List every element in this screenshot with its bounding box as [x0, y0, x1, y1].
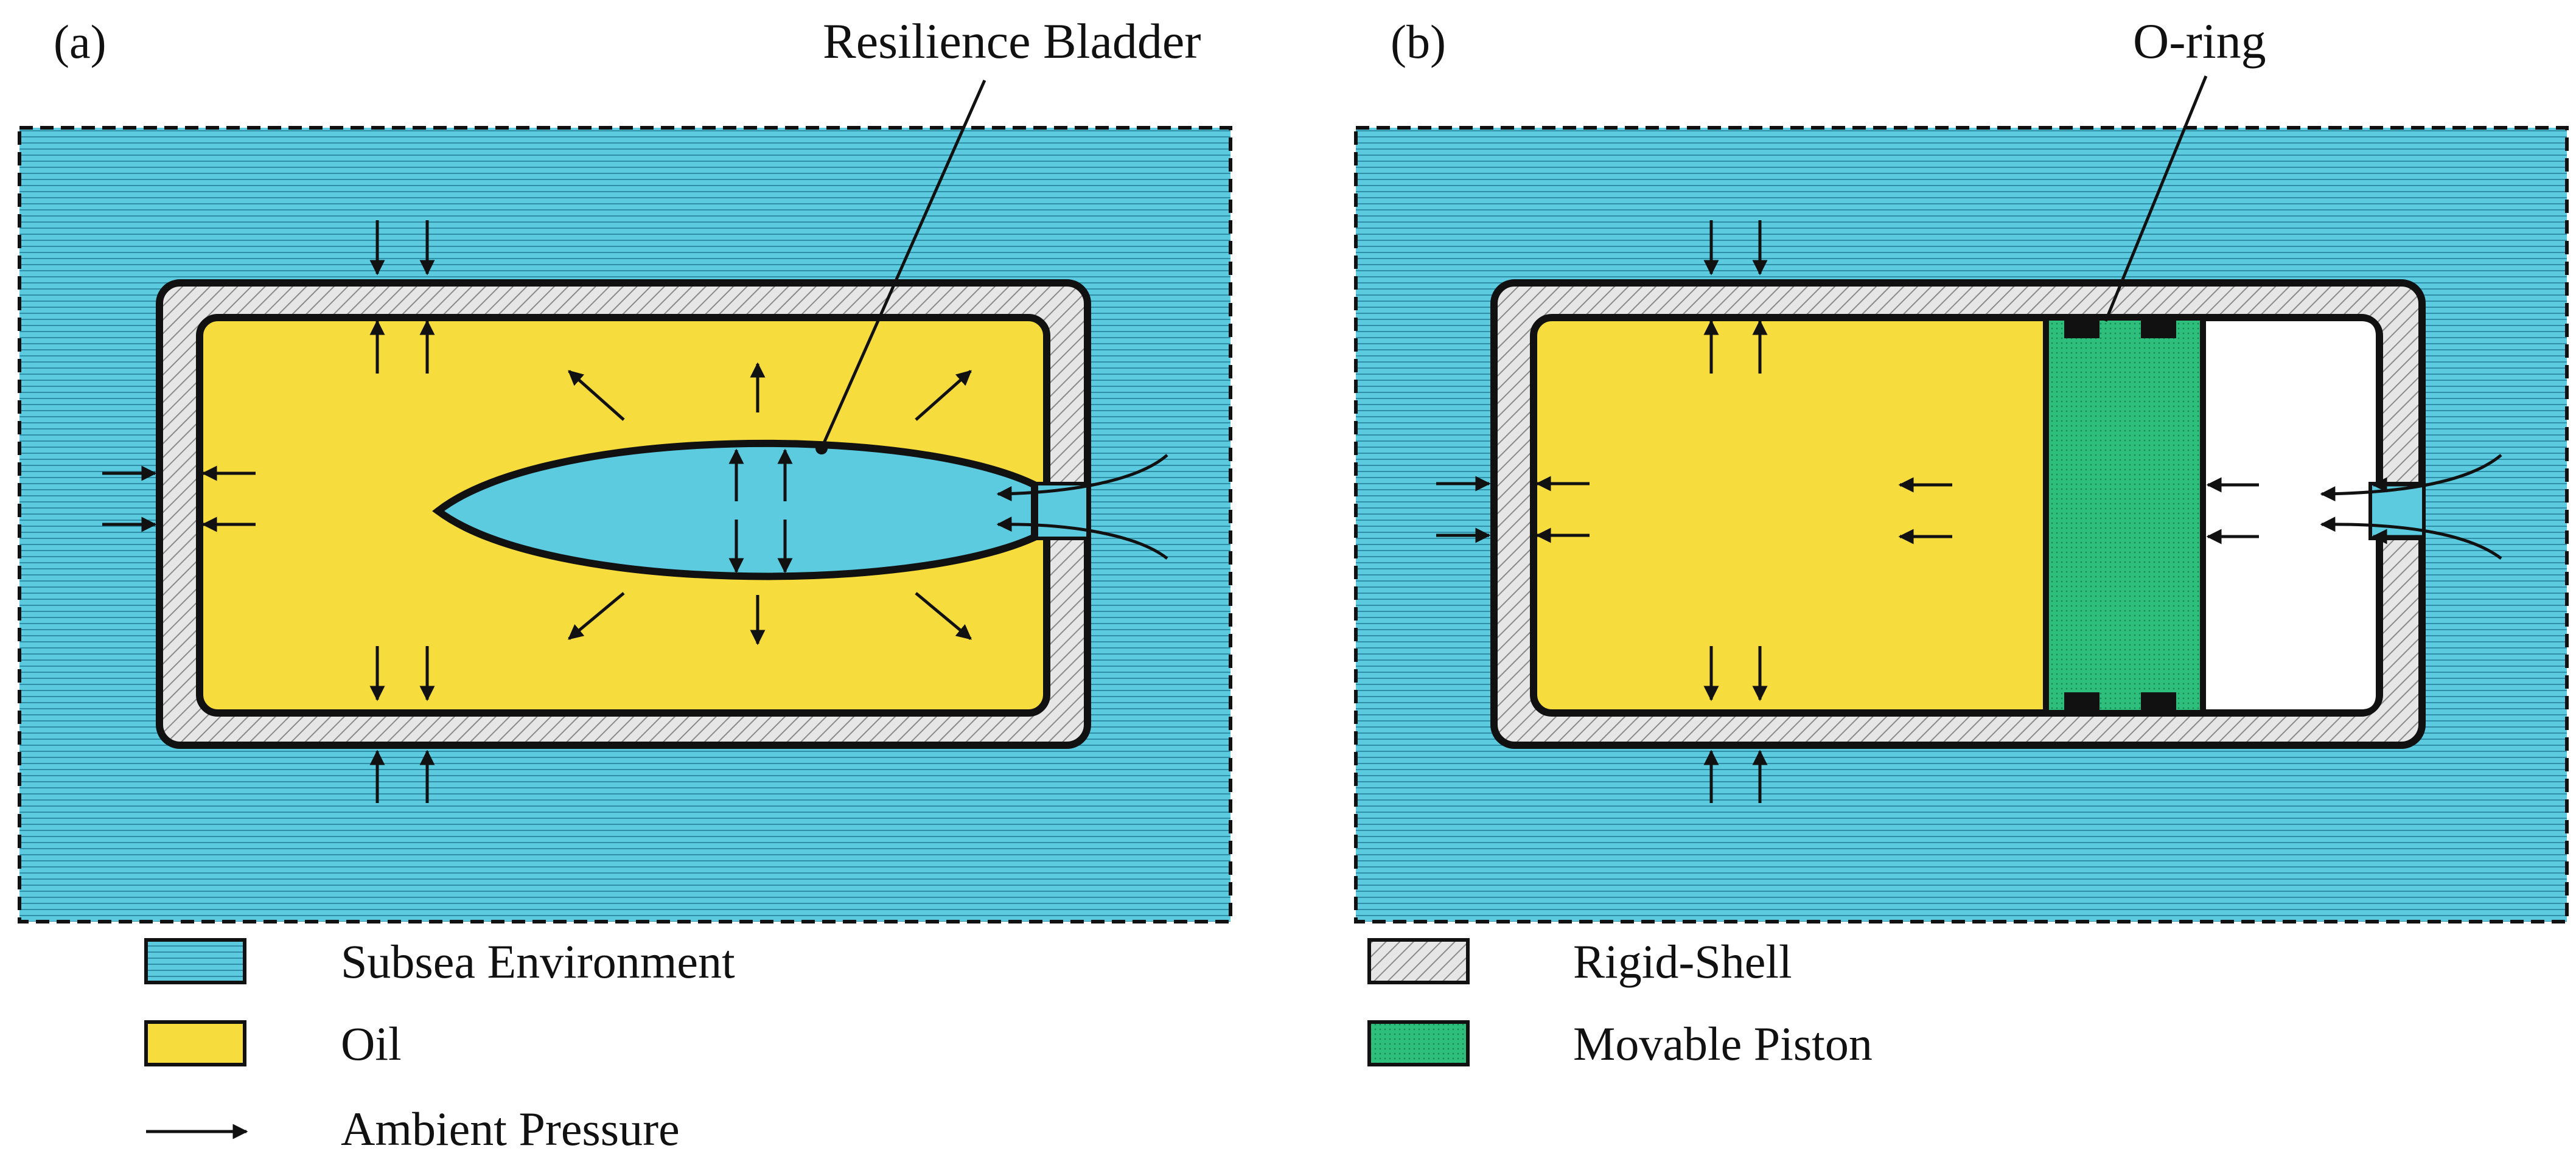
o-ring	[2141, 320, 2176, 338]
panel-a: (a) Resilience Bladder	[18, 13, 1232, 923]
legend-swatch-water	[144, 938, 246, 984]
panel-b-label: (b)	[1391, 15, 1446, 68]
water-chamber-b	[2203, 321, 2376, 709]
resilience-bladder	[432, 439, 1038, 580]
legend: Subsea Environment Oil Ambient Pressure …	[144, 935, 1873, 1155]
pressure-arrow	[915, 370, 972, 421]
legend-item-oil: Oil	[144, 1017, 402, 1070]
legend-item-shell: Rigid-Shell	[1367, 935, 1792, 988]
legend-swatch-piston	[1367, 1020, 1470, 1066]
legend-label: Subsea Environment	[341, 935, 735, 988]
legend-label: Ambient Pressure	[341, 1102, 680, 1155]
pressure-arrows-a	[102, 220, 972, 803]
bladder-callout-line	[820, 79, 986, 450]
legend-item-pressure: Ambient Pressure	[146, 1102, 680, 1155]
resilience-bladder-label: Resilience Bladder	[823, 13, 1201, 69]
o-rings	[2064, 320, 2176, 711]
pressure-arrow	[568, 370, 625, 421]
panel-b: (b) O-ring	[1354, 13, 2569, 923]
legend-label: Movable Piston	[1573, 1017, 1873, 1070]
pressure-arrow	[915, 592, 972, 640]
legend-label: Rigid-Shell	[1573, 935, 1792, 988]
legend-swatch-oil	[144, 1020, 246, 1066]
o-ring-label: O-ring	[2133, 13, 2266, 69]
pressure-arrow	[568, 592, 625, 640]
o-ring	[2141, 692, 2176, 711]
o-ring-callout-line	[2104, 75, 2208, 322]
legend-item-subsea: Subsea Environment	[144, 935, 735, 988]
o-ring	[2064, 320, 2100, 338]
legend-item-piston: Movable Piston	[1367, 1017, 1873, 1070]
flow-line-b-2	[2320, 516, 2502, 560]
movable-piston	[2043, 315, 2206, 716]
flow-line-a-2	[996, 516, 1168, 560]
o-ring	[2064, 692, 2100, 711]
panel-a-label: (a)	[54, 15, 106, 68]
flow-line-a-1	[996, 454, 1168, 502]
flow-line-b-1	[2320, 454, 2502, 502]
bladder-callout-dot	[815, 442, 828, 454]
legend-label: Oil	[341, 1017, 402, 1070]
legend-swatch-shell	[1367, 938, 1470, 984]
pressure-arrows-b	[1436, 220, 2425, 803]
